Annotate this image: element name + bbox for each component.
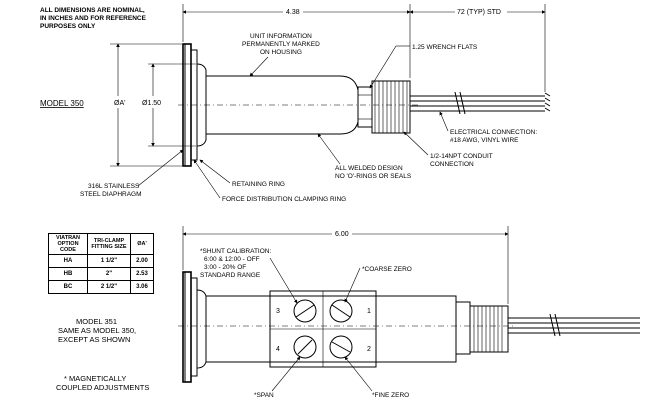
- svg-text:COUPLED ADJUSTMENTS: COUPLED ADJUSTMENTS: [56, 383, 149, 392]
- pot-number-4: 4: [276, 346, 280, 353]
- conduit-callout: 1/2-14NPT CONDUIT CONNECTION: [403, 131, 493, 168]
- svg-text:MODEL 351: MODEL 351: [76, 317, 117, 326]
- retaining-ring-callout: RETAINING RING: [199, 159, 285, 188]
- svg-text:PURPOSES ONLY: PURPOSES ONLY: [40, 23, 96, 30]
- svg-text:STEEL DIAPHRAGM: STEEL DIAPHRAGM: [80, 191, 142, 198]
- svg-text:STANDARD RANGE: STANDARD RANGE: [200, 272, 261, 279]
- svg-text:UNIT INFORMATION: UNIT INFORMATION: [250, 33, 312, 40]
- pot-number-3: 3: [276, 308, 280, 315]
- svg-text:3:00 - 20% OF: 3:00 - 20% OF: [204, 264, 246, 271]
- svg-text:6.00: 6.00: [335, 231, 349, 238]
- wrench-flats-callout: 1.25 WRENCH FLATS: [369, 44, 478, 89]
- svg-text:FORCE DISTRIBUTION CLAMPING RI: FORCE DISTRIBUTION CLAMPING RING: [222, 196, 346, 203]
- svg-text:6:00 & 12:00 - OFF: 6:00 & 12:00 - OFF: [204, 256, 260, 263]
- dimension-dia-a: ØA': [110, 43, 182, 167]
- option-code-cell: HB: [48, 267, 88, 281]
- fitting-size-cell: 2 1/2": [87, 280, 131, 294]
- pot-number-1: 1: [367, 308, 371, 315]
- coarse-zero-callout: *COARSE ZERO: [344, 266, 412, 303]
- table-row: HB 2" 2.53: [48, 267, 154, 281]
- svg-text:ON HOUSING: ON HOUSING: [260, 49, 302, 56]
- table-header-row: VIATRAN OPTION CODE TRI-CLAMP FITTING SI…: [48, 233, 154, 255]
- clamping-ring-callout: FORCE DISTRIBUTION CLAMPING RING: [193, 159, 346, 203]
- dimension-4-38: 4.38: [182, 4, 411, 78]
- header-option-code: VIATRAN OPTION CODE: [48, 233, 88, 255]
- header-dia-a: ØA': [130, 233, 154, 255]
- span-callout: *SPAN: [254, 356, 301, 399]
- option-code-cell: HA: [48, 254, 88, 268]
- header-fitting-size: TRI-CLAMP FITTING SIZE: [87, 233, 131, 255]
- model-350-label: MODEL 350: [40, 99, 84, 108]
- svg-text:ALL WELDED DESIGN: ALL WELDED DESIGN: [335, 165, 403, 172]
- dimension-72-typ: 72 (TYP) STD: [409, 4, 546, 92]
- svg-text:ØA': ØA': [114, 100, 125, 107]
- table-row: BC 2 1/2" 3.06: [48, 280, 154, 294]
- svg-text:1.25 WRENCH FLATS: 1.25 WRENCH FLATS: [412, 44, 478, 51]
- svg-text:4.38: 4.38: [286, 9, 300, 16]
- svg-text:RETAINING RING: RETAINING RING: [232, 181, 285, 188]
- svg-text:ELECTRICAL CONNECTION:: ELECTRICAL CONNECTION:: [450, 129, 537, 136]
- magnetic-note: * MAGNETICALLY COUPLED ADJUSTMENTS: [56, 374, 149, 392]
- electrical-connection-callout: ELECTRICAL CONNECTION: #18 AWG, VINYL WI…: [439, 111, 537, 144]
- svg-text:ALL DIMENSIONS ARE NOMINAL,: ALL DIMENSIONS ARE NOMINAL,: [40, 7, 145, 14]
- dia-a-cell: 2.00: [130, 254, 154, 268]
- fitting-size-cell: 2": [87, 267, 131, 281]
- svg-text:Ø1.50: Ø1.50: [142, 100, 161, 107]
- svg-text:* MAGNETICALLY: * MAGNETICALLY: [64, 374, 126, 383]
- fitting-size-cell: 1 1/2": [87, 254, 131, 268]
- svg-text:72 (TYP) STD: 72 (TYP) STD: [457, 9, 501, 16]
- svg-text:316L STAINLESS: 316L STAINLESS: [88, 183, 140, 190]
- dia-a-cell: 2.53: [130, 267, 154, 281]
- model-351-drawing: [178, 271, 640, 383]
- svg-text:SAME AS MODEL 350,: SAME AS MODEL 350,: [58, 326, 136, 335]
- shunt-calibration-callout: *SHUNT CALIBRATION: 6:00 & 12:00 - OFF 3…: [200, 248, 298, 304]
- diaphragm-callout: 316L STAINLESS STEEL DIAPHRAGM: [80, 149, 184, 198]
- svg-text:EXCEPT AS SHOWN: EXCEPT AS SHOWN: [58, 335, 130, 344]
- welded-design-callout: ALL WELDED DESIGN NO 'O'-RINGS OR SEALS: [317, 133, 412, 180]
- svg-text:*SPAN: *SPAN: [254, 392, 274, 399]
- dia-a-cell: 3.06: [130, 280, 154, 294]
- dimension-dia-150: Ø1.50: [140, 63, 196, 147]
- svg-text:IN INCHES AND FOR REFERENCE: IN INCHES AND FOR REFERENCE: [40, 15, 147, 22]
- svg-text:*COARSE ZERO: *COARSE ZERO: [362, 266, 412, 273]
- option-code-table: VIATRAN OPTION CODE TRI-CLAMP FITTING SI…: [48, 233, 154, 294]
- option-code-cell: BC: [48, 280, 88, 294]
- model-350-drawing: [178, 43, 551, 167]
- unit-information-callout: UNIT INFORMATION PERMANENTLY MARKED ON H…: [242, 33, 320, 77]
- svg-text:NO 'O'-RINGS OR SEALS: NO 'O'-RINGS OR SEALS: [335, 173, 412, 180]
- svg-text:*FINE ZERO: *FINE ZERO: [372, 392, 409, 399]
- svg-text:PERMANENTLY MARKED: PERMANENTLY MARKED: [242, 41, 320, 48]
- svg-text:1/2-14NPT CONDUIT: 1/2-14NPT CONDUIT: [430, 153, 493, 160]
- dimension-6-00: 6.00: [182, 226, 509, 304]
- svg-text:#18 AWG, VINYL WIRE: #18 AWG, VINYL WIRE: [450, 137, 519, 144]
- fine-zero-callout: *FINE ZERO: [344, 356, 409, 399]
- svg-text:CONNECTION: CONNECTION: [430, 161, 474, 168]
- model-351-note: MODEL 351 SAME AS MODEL 350, EXCEPT AS S…: [58, 317, 136, 344]
- svg-text:*SHUNT CALIBRATION:: *SHUNT CALIBRATION:: [200, 248, 271, 255]
- table-row: HA 1 1/2" 2.00: [48, 254, 154, 268]
- dimensions-note: ALL DIMENSIONS ARE NOMINAL, IN INCHES AN…: [40, 7, 147, 30]
- pot-number-2: 2: [367, 346, 371, 353]
